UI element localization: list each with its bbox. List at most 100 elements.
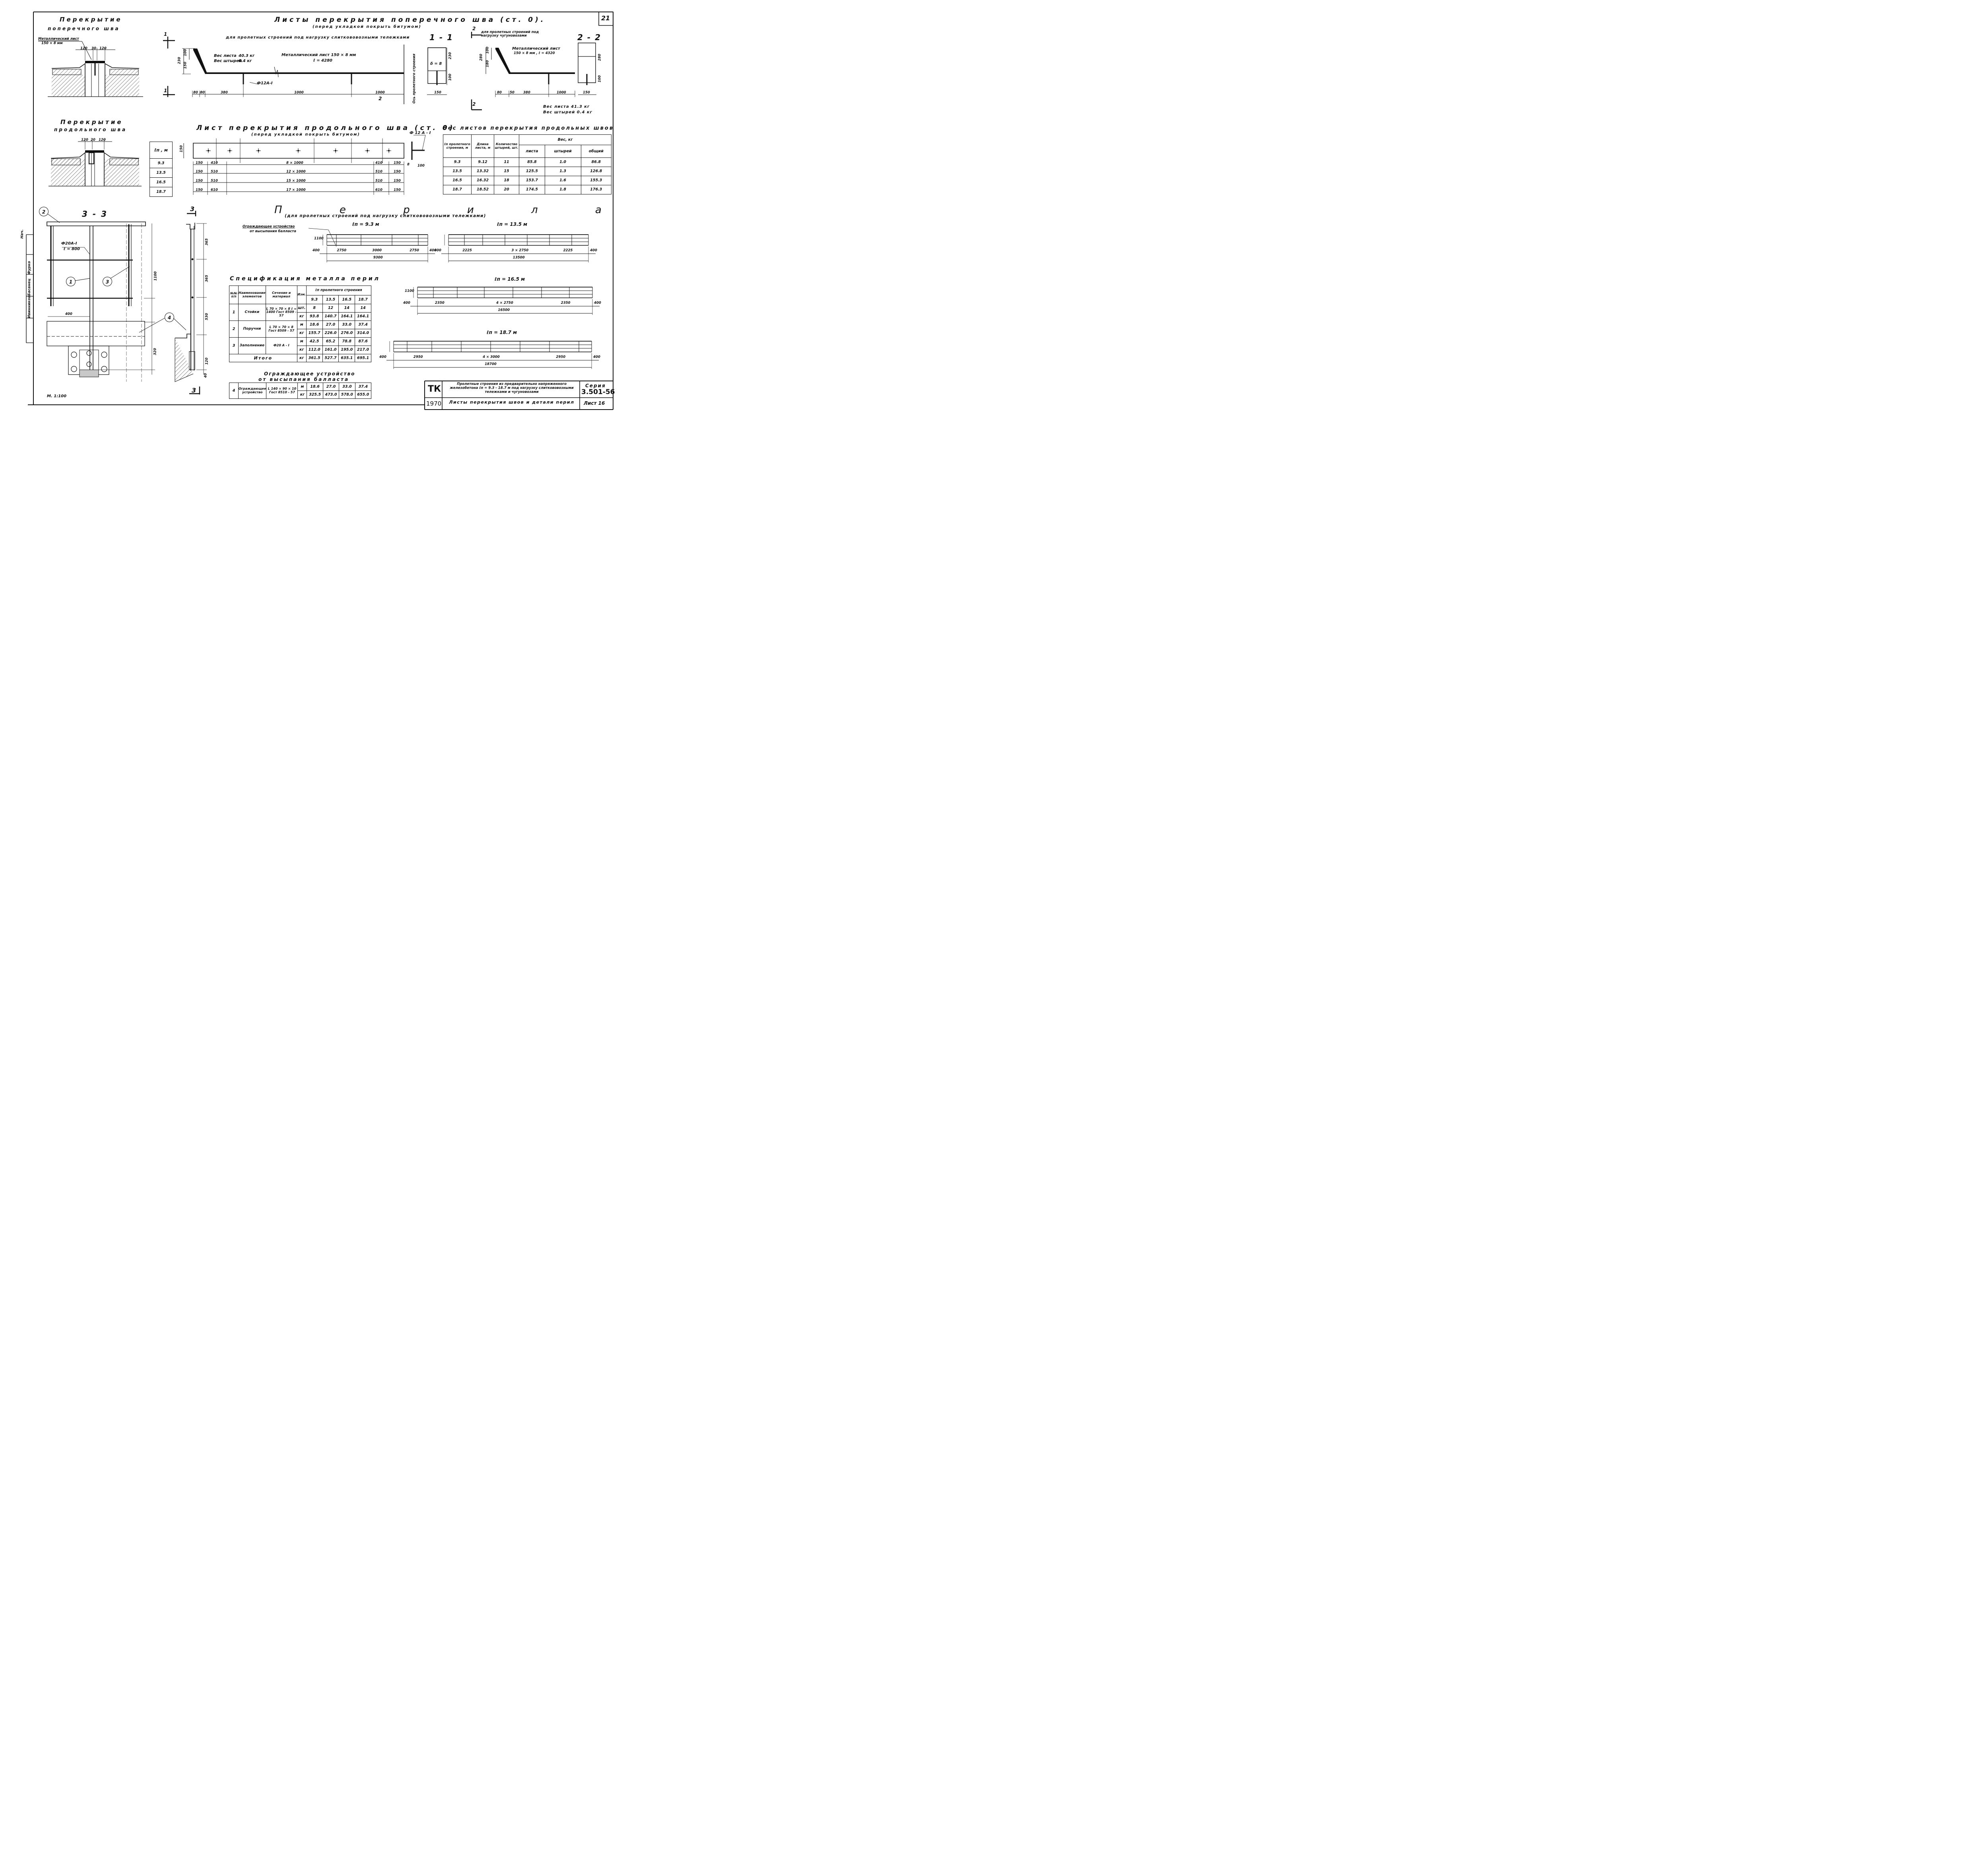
spec-v-1-1-1: 8	[306, 304, 323, 313]
lw-cell-1-4: 85.8	[519, 157, 545, 167]
stamp-series-label: Серия	[585, 383, 606, 388]
caption-cast-iron: для пролетных строений под нагрузку чугу…	[481, 30, 539, 38]
lw-h-span: ℓп пролетного строения, м	[443, 134, 472, 158]
railings-subtitle: (для пролетных строений под нагрузку сли…	[285, 214, 486, 218]
spec-total-1: 361.5	[306, 354, 323, 362]
lw-cell-3-6: 155.3	[580, 176, 612, 185]
section-1-1-drawing	[427, 48, 447, 95]
lw-cell-2-6: 126.8	[580, 167, 612, 176]
long-row-3-cell-4: 510	[375, 179, 382, 183]
stud-marker	[365, 148, 370, 153]
axis-label: Ось пролетного строения	[412, 54, 416, 104]
long-row-3-cell-2: 510	[211, 179, 218, 183]
callout-circle-3: 3	[103, 277, 112, 286]
spec-h-unit: Изм.	[297, 286, 307, 304]
drawing-sheet: 21 Перекрытие поперечного шва Металличес…	[0, 0, 620, 417]
railing-span-c-3: 2350	[561, 301, 571, 305]
dim-380: 380	[221, 91, 228, 95]
railing-end-right-2: 400	[590, 249, 597, 253]
lw-h-total: общий	[580, 145, 612, 158]
barrier-v-1-3: 33.0	[339, 383, 355, 391]
railings-title: П е р и л а	[274, 204, 629, 216]
dim2-50: 50	[510, 91, 514, 95]
barrier-v-1-2: 27.0	[322, 383, 340, 391]
section-mark-2-inline: 2	[379, 96, 382, 101]
lw-cell-4-1: 18.7	[443, 185, 472, 194]
spec-v-2-2-2: 226.0	[322, 329, 339, 338]
long-row-2-cell-3: 12 × 1000	[286, 170, 306, 174]
lw-cell-1-6: 86.8	[580, 157, 612, 167]
section-1-1-title: 1 - 1	[429, 33, 454, 42]
signature-strip	[26, 235, 33, 343]
caption-heavy-load: для пролетных строений под нагрузку слит…	[226, 35, 410, 40]
drawing-geometry	[0, 0, 620, 417]
longitudinal-joint-title-2: продольного шва	[54, 127, 127, 132]
lw-cell-1-5: 1.0	[544, 157, 581, 167]
long-row-3-cell-1: 150	[196, 179, 203, 183]
stamp-description: Пролетные строения из предварительно нап…	[450, 382, 574, 394]
spec-section-3: Ф20 А - I	[265, 337, 297, 354]
lw-cell-2-3: 15	[494, 167, 519, 176]
spec-section-1: L 70 × 70 × 8 ℓ = 1400 Гост 8509 - 57	[265, 304, 297, 321]
spec-span-1: 9.3	[306, 295, 323, 304]
section-mark-1-bottom: 1	[164, 88, 167, 93]
section-mark-3-top: 3	[190, 205, 195, 213]
ln-value-3: 16.5	[149, 177, 173, 187]
sheet-number: 21	[601, 14, 610, 22]
height-dim-230: 230	[177, 57, 182, 64]
transverse-sheets-subtitle: (перед укладкой покрыть битумом)	[313, 25, 421, 29]
transverse-sheet-elevation-2	[472, 32, 596, 110]
spec-table: №№ п/п Наименование элементов Сечение и …	[229, 286, 372, 362]
railing-height-1: 1100	[314, 237, 324, 241]
railing-end-left-3: 400	[403, 301, 410, 305]
railing-section-3-3	[47, 222, 155, 382]
spec-v-3-2-4: 217.0	[355, 346, 371, 354]
railing-dim-400: 400	[65, 312, 72, 316]
dim2-80: 80	[497, 91, 502, 95]
weight-sheet-label: Вес листа	[214, 54, 237, 58]
longitudinal-joint-section	[49, 139, 142, 186]
railing-end-left-4: 400	[379, 355, 386, 359]
spec-v-3-2-1: 112.0	[306, 346, 323, 354]
lw-cell-3-4: 153.7	[519, 176, 545, 185]
signature-2: Фурко	[27, 261, 31, 274]
spec-v-2-1-1: 18.6	[306, 320, 323, 329]
lw-cell-1-1: 9.3	[443, 157, 472, 167]
longitudinal-dim-1: 120	[81, 138, 88, 142]
lw-cell-4-6: 176.3	[580, 185, 612, 194]
spec-span-2: 13.5	[322, 295, 339, 304]
lw-h-studs: штырей	[544, 145, 581, 158]
railing-end-left-1: 400	[313, 249, 320, 253]
dim-80-b: 80	[200, 91, 205, 95]
dim-1000-a: 1000	[294, 91, 304, 95]
longitudinal-sheet-title: Лист перекрытия продольного шва (ст. 0)	[196, 124, 455, 132]
sheet-number-box	[599, 12, 613, 25]
spec-unit-3-2: кг	[297, 346, 307, 354]
long-row-1-cell-2: 410	[211, 161, 218, 165]
transverse-dim-3: 120	[99, 47, 107, 51]
ln-header: ℓп , м	[149, 142, 173, 159]
lw-cell-3-3: 18	[494, 176, 519, 185]
railing-span-b-3: 4 × 2750	[496, 301, 513, 305]
callout-4-text: 4	[167, 315, 171, 320]
lw-cell-2-4: 125.5	[519, 167, 545, 176]
spec-name-3: Заполнение	[238, 337, 266, 354]
barrier-name: Ограждающее устройство	[238, 383, 267, 399]
section-2-2-title: 2 - 2	[577, 33, 602, 42]
spec-v-2-1-3: 33.0	[338, 320, 355, 329]
transverse-joint-title-1: Перекрытие	[60, 16, 122, 23]
spec-unit-2-2: кг	[297, 329, 307, 338]
dim2-380: 380	[523, 91, 530, 95]
side-dim-530: 530	[205, 313, 209, 320]
railing-span-b-4: 4 × 3000	[483, 355, 500, 359]
railing-label-4: ℓп = 18.7 м	[487, 330, 517, 335]
spec-v-2-2-3: 276.0	[338, 329, 355, 338]
title-block-lines	[425, 381, 613, 410]
spec-v-1-2-3: 164.1	[338, 312, 355, 321]
barrier-v-2-1: 325.5	[307, 390, 323, 399]
spec-total-3: 635.1	[338, 354, 355, 362]
section-2-2-dim-b: 100	[598, 75, 602, 83]
weight-studs-value: 0.4 кг	[239, 59, 252, 63]
longitudinal-joint-title-1: Перекрытие	[60, 118, 123, 126]
